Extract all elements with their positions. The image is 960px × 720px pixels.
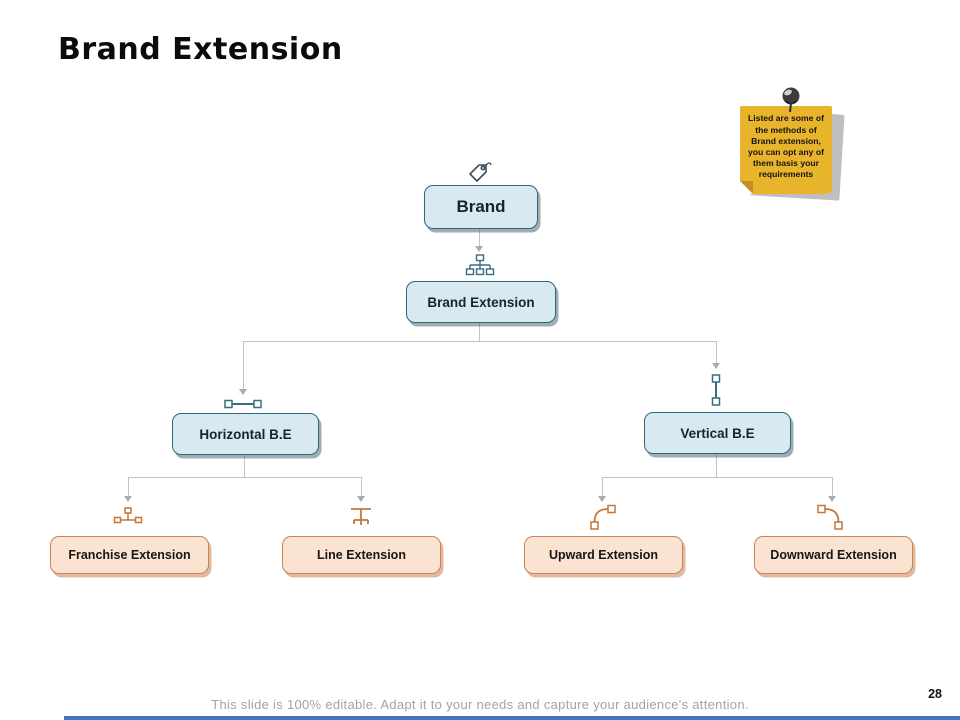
node-franchise-extension[interactable]: Franchise Extension [50,536,209,574]
node-downward-extension[interactable]: Downward Extension [754,536,913,574]
connector-vertical-children-bar [602,477,832,478]
connector-vertical-drop [716,341,717,363]
connector-franchise-drop [128,477,129,496]
line-tee-icon [348,506,374,528]
arrowhead [712,363,720,369]
sticky-note[interactable]: Listed are some of the methods of Brand … [740,106,832,194]
node-horizontal-be[interactable]: Horizontal B.E [172,413,319,455]
page-number: 28 [928,687,942,701]
horizontal-link-icon [224,399,262,409]
connector-verticalbe-down [716,452,717,477]
node-brand[interactable]: Brand [424,185,538,229]
connector-brandext-down [479,321,480,341]
pushpin-icon [778,86,804,119]
connector-level3-bar [243,341,716,342]
arrowhead [357,496,365,502]
arrowhead [475,246,483,252]
curve-down-icon [816,503,844,531]
connector-downward-drop [832,477,833,496]
connector-horizontal-children-bar [128,477,361,478]
node-brand-extension-label: Brand Extension [427,294,535,310]
page-title: Brand Extension [58,32,343,67]
node-franchise-extension-label: Franchise Extension [68,548,191,562]
sticky-note-text: Listed are some of the methods of Brand … [748,113,824,180]
tag-icon [466,160,494,184]
bottom-accent-bar [64,716,960,720]
franchise-hierarchy-icon [113,506,143,528]
arrowhead [598,496,606,502]
footer-note: This slide is 100% editable. Adapt it to… [211,697,749,712]
node-brand-extension[interactable]: Brand Extension [406,281,556,323]
arrowhead [239,389,247,395]
sticky-note-fold [740,181,753,194]
node-vertical-be-label: Vertical B.E [680,425,755,441]
node-line-extension[interactable]: Line Extension [282,536,441,574]
node-brand-label: Brand [456,197,506,216]
curve-up-icon [589,503,617,531]
node-horizontal-be-label: Horizontal B.E [199,426,292,442]
arrowhead [124,496,132,502]
connector-upward-drop [602,477,603,496]
arrowhead [828,496,836,502]
node-upward-extension[interactable]: Upward Extension [524,536,683,574]
node-downward-extension-label: Downward Extension [770,548,897,562]
connector-horizontalbe-down [244,453,245,477]
node-vertical-be[interactable]: Vertical B.E [644,412,791,454]
org-chart-icon [465,254,495,280]
connector-horizontal-drop [243,341,244,389]
node-line-extension-label: Line Extension [317,548,406,562]
connector-line-drop [361,477,362,496]
connector-brand-down [479,227,480,247]
vertical-link-icon [711,374,721,406]
node-upward-extension-label: Upward Extension [548,548,659,562]
